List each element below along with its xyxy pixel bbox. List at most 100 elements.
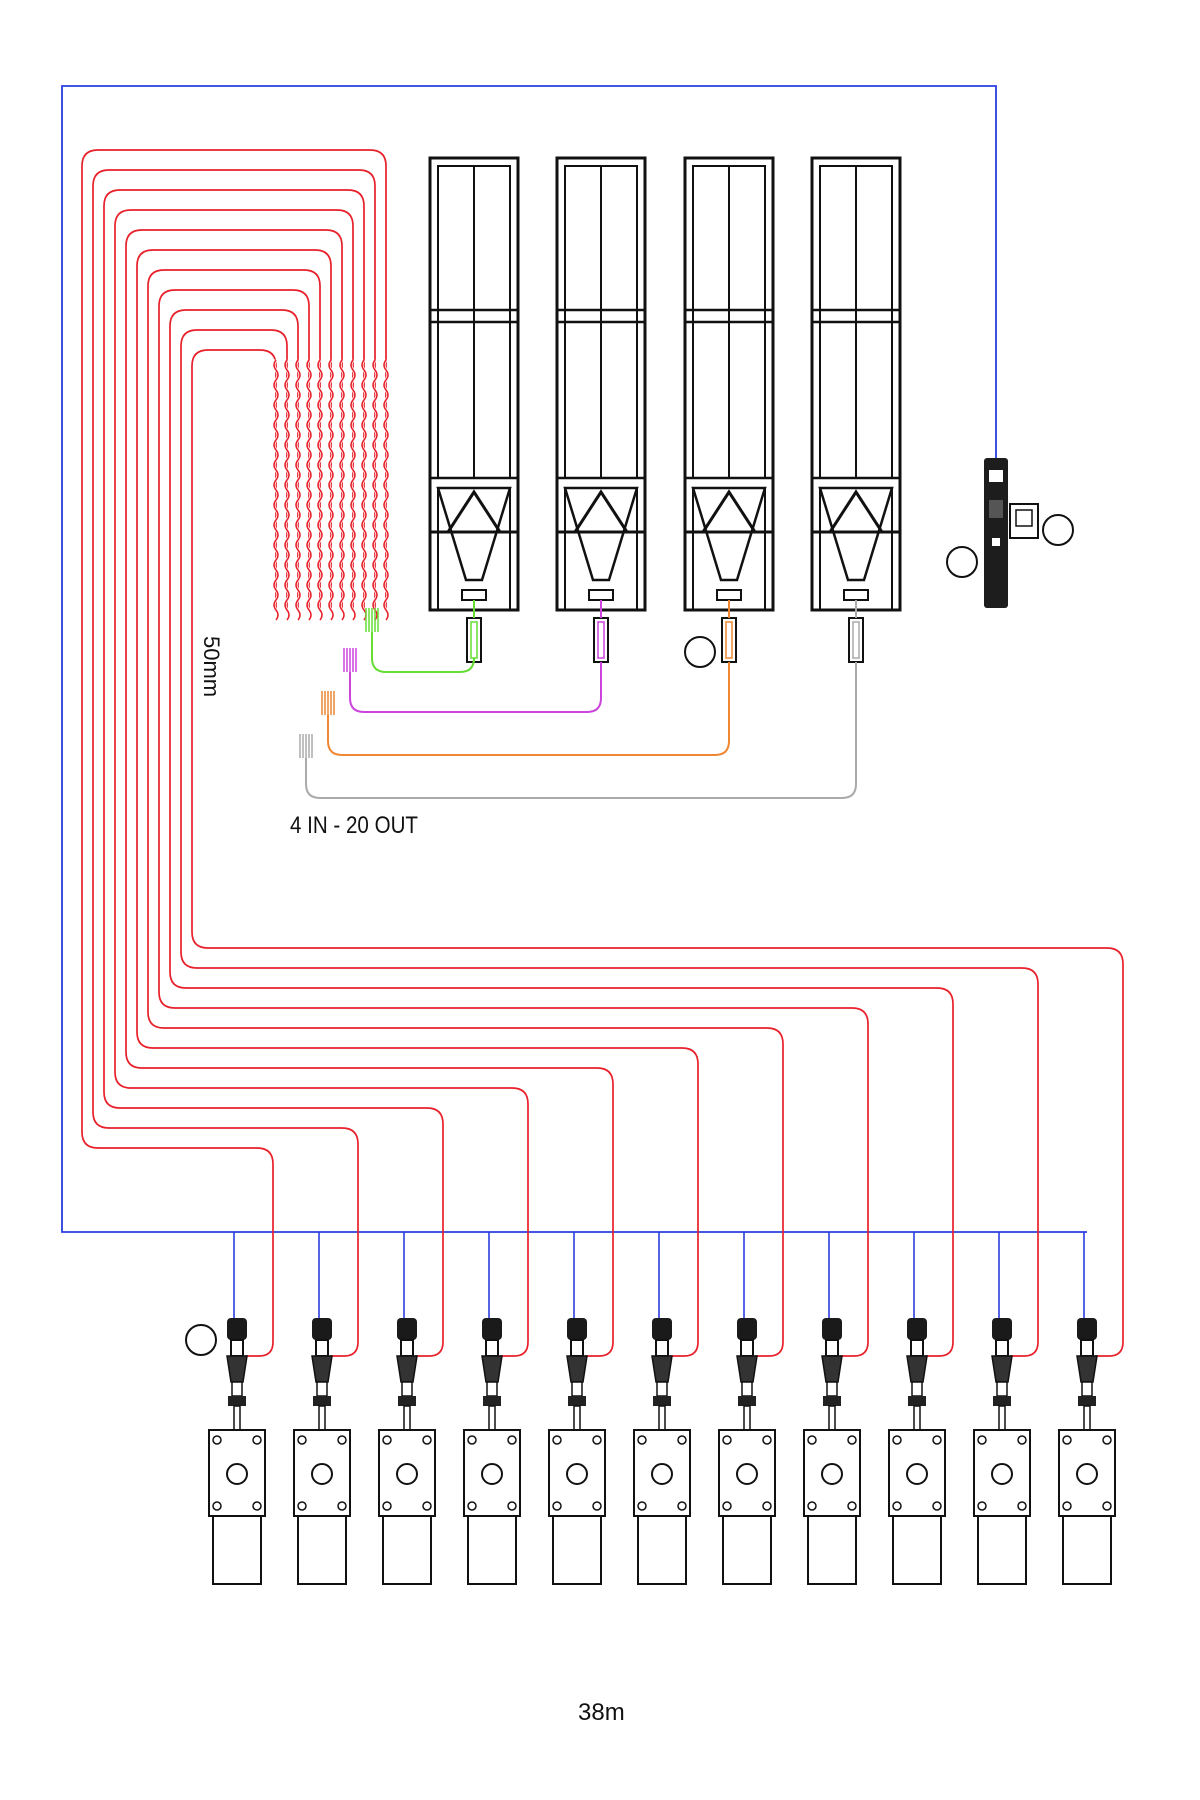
feed-line-s2 [343,648,602,713]
feed-line-s4 [299,662,857,799]
bolt-hole [637,1501,647,1511]
feed-line [349,662,602,713]
receiver-cone [226,1355,248,1383]
machine-port [1076,1463,1098,1485]
receiver-body [655,1339,669,1357]
machine-base [382,1515,432,1585]
machine-port [481,1463,503,1485]
receiver-head [1077,1318,1097,1340]
silo-s3 [683,156,775,663]
machine-base [807,1515,857,1585]
material-line [169,309,954,1357]
receiver-body [400,1339,414,1357]
receiver-neck [571,1381,583,1397]
silo-valve [466,617,482,663]
receiver-cone [991,1355,1013,1383]
valve-inner [725,621,733,659]
bolt-hole [337,1501,347,1511]
machine-imm-11 [208,1318,266,1585]
receiver-cone [651,1355,673,1383]
control-cabinet [984,458,1008,608]
machine-imm-8 [463,1318,521,1585]
throat [658,1405,666,1431]
bolt-hole [847,1435,857,1445]
throat-flange [738,1396,756,1406]
bolt-hole [382,1435,392,1445]
material-line [191,349,1124,1357]
receiver-body [995,1339,1009,1357]
machine-imm-2 [973,1318,1031,1585]
bolt-hole [1102,1501,1112,1511]
bolt-hole [592,1501,602,1511]
machine-base [892,1515,942,1585]
machine-port [906,1463,928,1485]
throat [488,1405,496,1431]
receiver-cone [906,1355,928,1383]
touchscreen-hmi [1009,503,1039,539]
receiver-head [397,1318,417,1340]
bolt-hole [507,1435,517,1445]
wave-end [273,359,279,621]
bolt-hole [847,1501,857,1511]
wave-end [306,359,312,621]
throat-flange [908,1396,926,1406]
bolt-hole [892,1501,902,1511]
bolt-hole [762,1435,772,1445]
material-line [147,269,784,1357]
bolt-hole [977,1435,987,1445]
throat [743,1405,751,1431]
material-line [92,169,376,1357]
machine-port [821,1463,843,1485]
bolt-hole [252,1435,262,1445]
silo-s4 [810,156,902,663]
machine-imm-7 [548,1318,606,1585]
bolt-hole [422,1501,432,1511]
receiver-neck [486,1381,498,1397]
receiver-neck [826,1381,838,1397]
material-conveying-lines [81,149,1124,1357]
valve-inner [597,621,605,659]
bolt-hole [762,1501,772,1511]
bolt-hole [1062,1501,1072,1511]
receiver-head [822,1318,842,1340]
silo-cone [818,486,894,582]
receiver-head [737,1318,757,1340]
throat [828,1405,836,1431]
callout-circle [185,1324,217,1356]
wave-end [317,359,323,621]
pipe-size-label: 50mm [199,636,224,697]
bolt-hole [932,1501,942,1511]
injection-molding-machines [208,1318,1116,1585]
bolt-hole [212,1501,222,1511]
silo-feed-lines [299,608,857,799]
callout-circle [684,636,716,668]
receiver-head [567,1318,587,1340]
bolt-hole [297,1501,307,1511]
wave-end [361,359,367,621]
machine-base [467,1515,517,1585]
machine-imm-10 [293,1318,351,1585]
throat [403,1405,411,1431]
bolt-hole [722,1501,732,1511]
feed-line [305,662,857,799]
receiver-head [482,1318,502,1340]
silo-s1 [428,156,520,663]
cabinet-panel [989,500,1003,518]
receiver-cone [396,1355,418,1383]
bolt-hole [932,1435,942,1445]
receiver-cone [736,1355,758,1383]
control-bus [61,85,1087,1233]
machine-base [977,1515,1027,1585]
callout-4 [1042,514,1074,546]
material-line [114,209,529,1357]
receiver-body [910,1339,924,1357]
bolt-hole [1017,1501,1027,1511]
bolt-hole [337,1435,347,1445]
receiver-neck [316,1381,328,1397]
machine-base [552,1515,602,1585]
throat [233,1405,241,1431]
throat-flange [653,1396,671,1406]
bolt-hole [252,1501,262,1511]
machine-port [396,1463,418,1485]
